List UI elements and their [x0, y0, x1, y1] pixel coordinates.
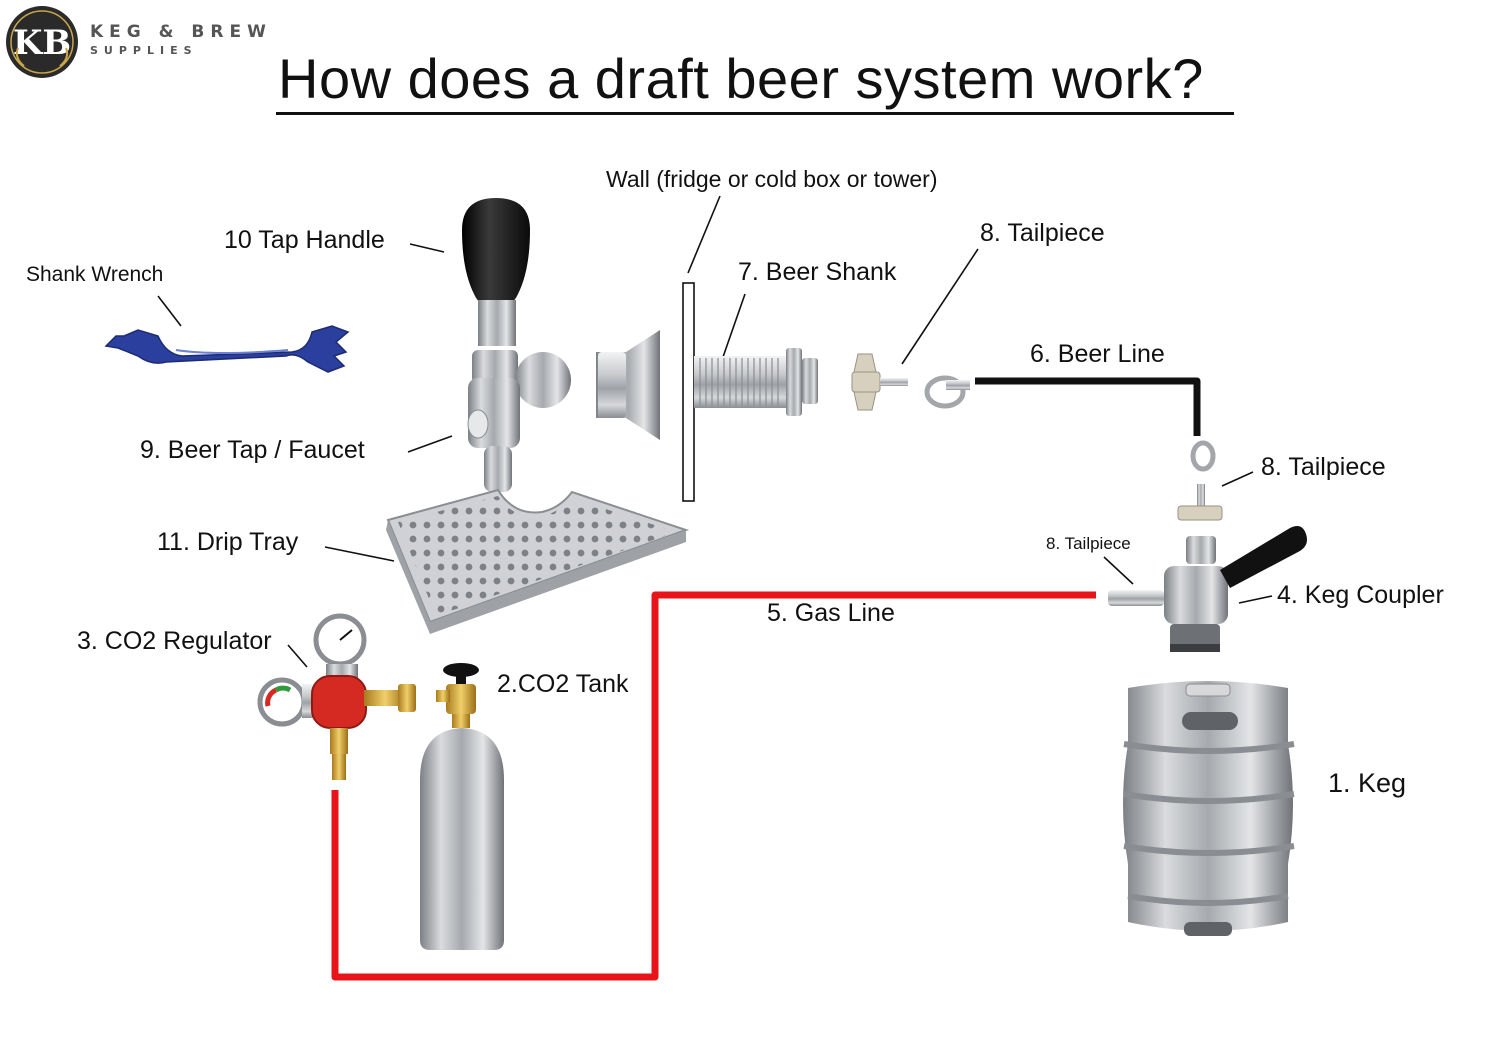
leader-lines	[157, 195, 1273, 668]
label-beer-line: 6. Beer Line	[1030, 340, 1165, 368]
label-tap-handle: 10 Tap Handle	[224, 226, 385, 254]
label-keg-coupler: 4. Keg Coupler	[1277, 581, 1444, 609]
co2-tank-icon	[420, 663, 504, 950]
tailpiece-right-icon	[1177, 440, 1223, 521]
label-shank-wrench: Shank Wrench	[26, 263, 164, 286]
gas-line	[331, 591, 1096, 981]
label-gas-line: 5. Gas Line	[767, 599, 895, 627]
label-co2-tank: 2.CO2 Tank	[497, 670, 629, 698]
label-beer-tap: 9. Beer Tap / Faucet	[140, 436, 365, 464]
brand-subtitle: SUPPLIES	[90, 44, 198, 57]
label-wall: Wall (fridge or cold box or tower)	[606, 166, 938, 192]
co2-regulator-icon	[257, 613, 416, 780]
beer-shank-icon	[596, 330, 818, 440]
shank-wrench-icon	[104, 325, 350, 373]
page-title: How does a draft beer system work?	[278, 47, 1204, 110]
tap-handle-icon	[462, 198, 530, 346]
brand-name: KEG & BREW	[90, 22, 272, 42]
brand-logo-icon: KB	[6, 6, 78, 78]
wall	[682, 282, 695, 502]
label-keg: 1. Keg	[1328, 768, 1407, 798]
label-tailpiece-small: 8. Tailpiece	[1046, 534, 1131, 553]
label-co2-regulator: 3. CO2 Regulator	[77, 627, 272, 655]
drip-tray-icon	[386, 488, 690, 634]
beer-faucet-icon	[467, 350, 571, 492]
beer-line	[975, 377, 1201, 436]
label-drip-tray: 11. Drip Tray	[157, 528, 299, 556]
label-tailpiece-right: 8. Tailpiece	[1261, 453, 1386, 481]
tailpiece-top-icon	[851, 353, 970, 411]
label-tailpiece-top: 8. Tailpiece	[980, 219, 1105, 247]
label-beer-shank: 7. Beer Shank	[738, 258, 897, 286]
brand-monogram: KB	[13, 23, 71, 63]
keg-icon	[1123, 681, 1295, 936]
keg-coupler-icon	[1108, 526, 1307, 652]
title-underline	[276, 112, 1234, 115]
